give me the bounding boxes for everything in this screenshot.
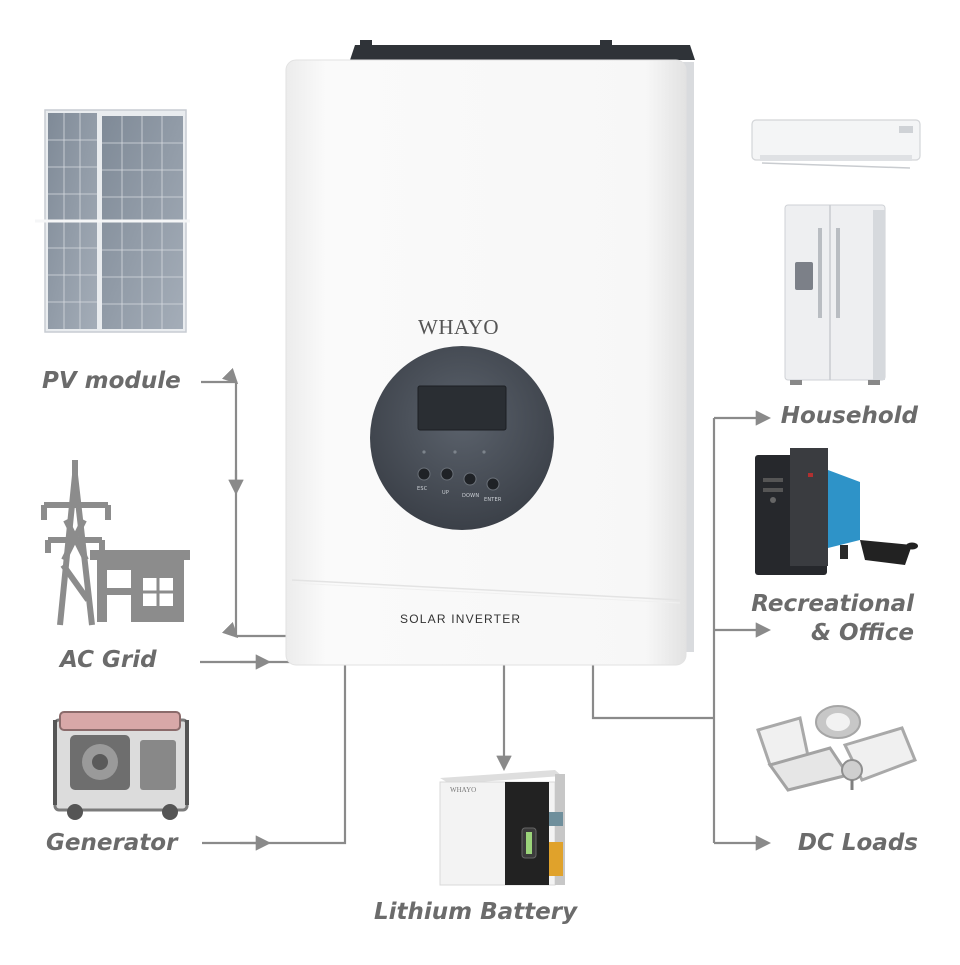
- lcd-screen: [417, 385, 507, 431]
- label-ac-grid: AC Grid: [60, 647, 157, 673]
- label-generator: Generator: [46, 830, 178, 856]
- enter-button-label: ENTER: [484, 497, 502, 503]
- indicator-leds: [422, 450, 486, 454]
- computer-icon: [755, 448, 918, 575]
- label-recreational: Recreational: [751, 591, 914, 617]
- solar-inverter-unit: [285, 40, 695, 666]
- refrigerator-icon: [784, 204, 886, 385]
- up-button: [440, 467, 454, 481]
- control-panel-ring: [370, 346, 554, 530]
- label-household: Household: [780, 403, 918, 429]
- output-connector: [591, 660, 714, 720]
- panel-buttons: [417, 467, 500, 491]
- generator-icon: [53, 711, 189, 820]
- air-conditioner-icon: [751, 119, 921, 169]
- lithium-battery-icon: [439, 770, 565, 886]
- battery-brand-logo: WHAYO: [450, 786, 477, 794]
- label-dc-loads: DC Loads: [797, 830, 918, 856]
- inverter-model-caption: SOLAR INVERTER: [400, 612, 522, 626]
- grid-tower-icon: [41, 460, 190, 626]
- down-button: [463, 472, 477, 486]
- solar-panel-icon: [35, 109, 190, 333]
- down-button-label: DOWN: [462, 493, 480, 499]
- label-pv-module: PV module: [42, 368, 181, 394]
- enter-button: [486, 477, 500, 491]
- label-lithium-battery: Lithium Battery: [374, 899, 578, 925]
- esc-button: [417, 467, 431, 481]
- esc-button-label: ESC: [417, 486, 428, 492]
- label-office: & Office: [810, 620, 914, 646]
- inverter-brand-logo: WHAYO: [418, 315, 500, 339]
- up-button-label: UP: [442, 490, 450, 496]
- dc-lights-icon: [756, 705, 917, 792]
